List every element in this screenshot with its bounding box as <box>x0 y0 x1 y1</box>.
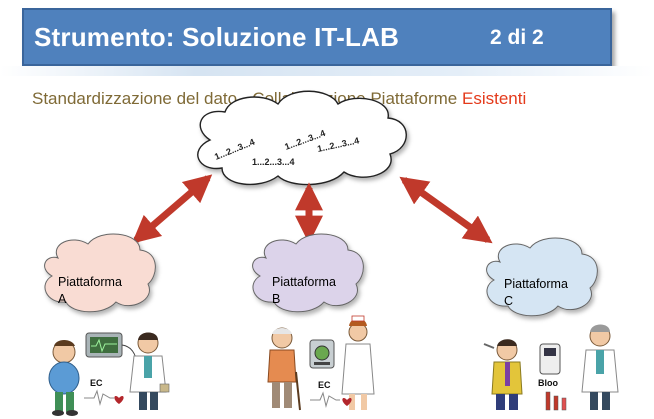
analyzer-device-c <box>539 343 561 375</box>
elderly-patient-figure <box>267 327 301 411</box>
platform-cloud-b <box>252 233 364 313</box>
device-label-a: EC <box>90 378 103 388</box>
blood-tube-icon <box>545 391 567 411</box>
ecg-trace-b <box>310 391 340 408</box>
platform-b-label-1: Piattaforma <box>272 275 336 289</box>
nurse-figure <box>341 315 375 410</box>
platform-c-label-2: C <box>504 294 513 308</box>
page-indicator: 2 di 2 <box>490 26 544 49</box>
doctor-figure-c <box>581 324 619 410</box>
lab-device-b <box>309 339 335 369</box>
subtitle-accent: Esistenti <box>461 89 527 108</box>
platform-c-label-1: Piattaforma <box>504 277 568 291</box>
heart-icon-b <box>342 397 352 406</box>
platform-b-label-2: B <box>272 292 280 306</box>
heart-icon <box>114 395 124 404</box>
patient-figure-c <box>483 339 523 410</box>
cloud-sequence-3: 1...2...3...4 <box>252 157 295 167</box>
platform-a-label-1: Piattaforma <box>58 275 122 289</box>
slide-title: Strumento: Soluzione IT-LAB <box>34 22 400 52</box>
header-band <box>0 66 654 76</box>
arrow-cloud-a <box>131 174 213 244</box>
platform-a-label-2: A <box>58 292 67 306</box>
platform-cloud-a <box>44 233 156 313</box>
device-label-c: Bloo <box>538 378 558 388</box>
ecg-trace-a <box>84 389 114 406</box>
arrow-cloud-c <box>399 176 493 244</box>
monitor-device-a <box>85 332 137 359</box>
platform-cloud-c <box>486 237 598 317</box>
device-label-b: EC <box>318 380 331 390</box>
patient-figure-a <box>48 340 80 416</box>
doctor-figure-a <box>129 332 170 410</box>
central-cloud <box>197 90 407 186</box>
title-bar: Strumento: Soluzione IT-LAB 2 di 2 <box>22 8 612 66</box>
